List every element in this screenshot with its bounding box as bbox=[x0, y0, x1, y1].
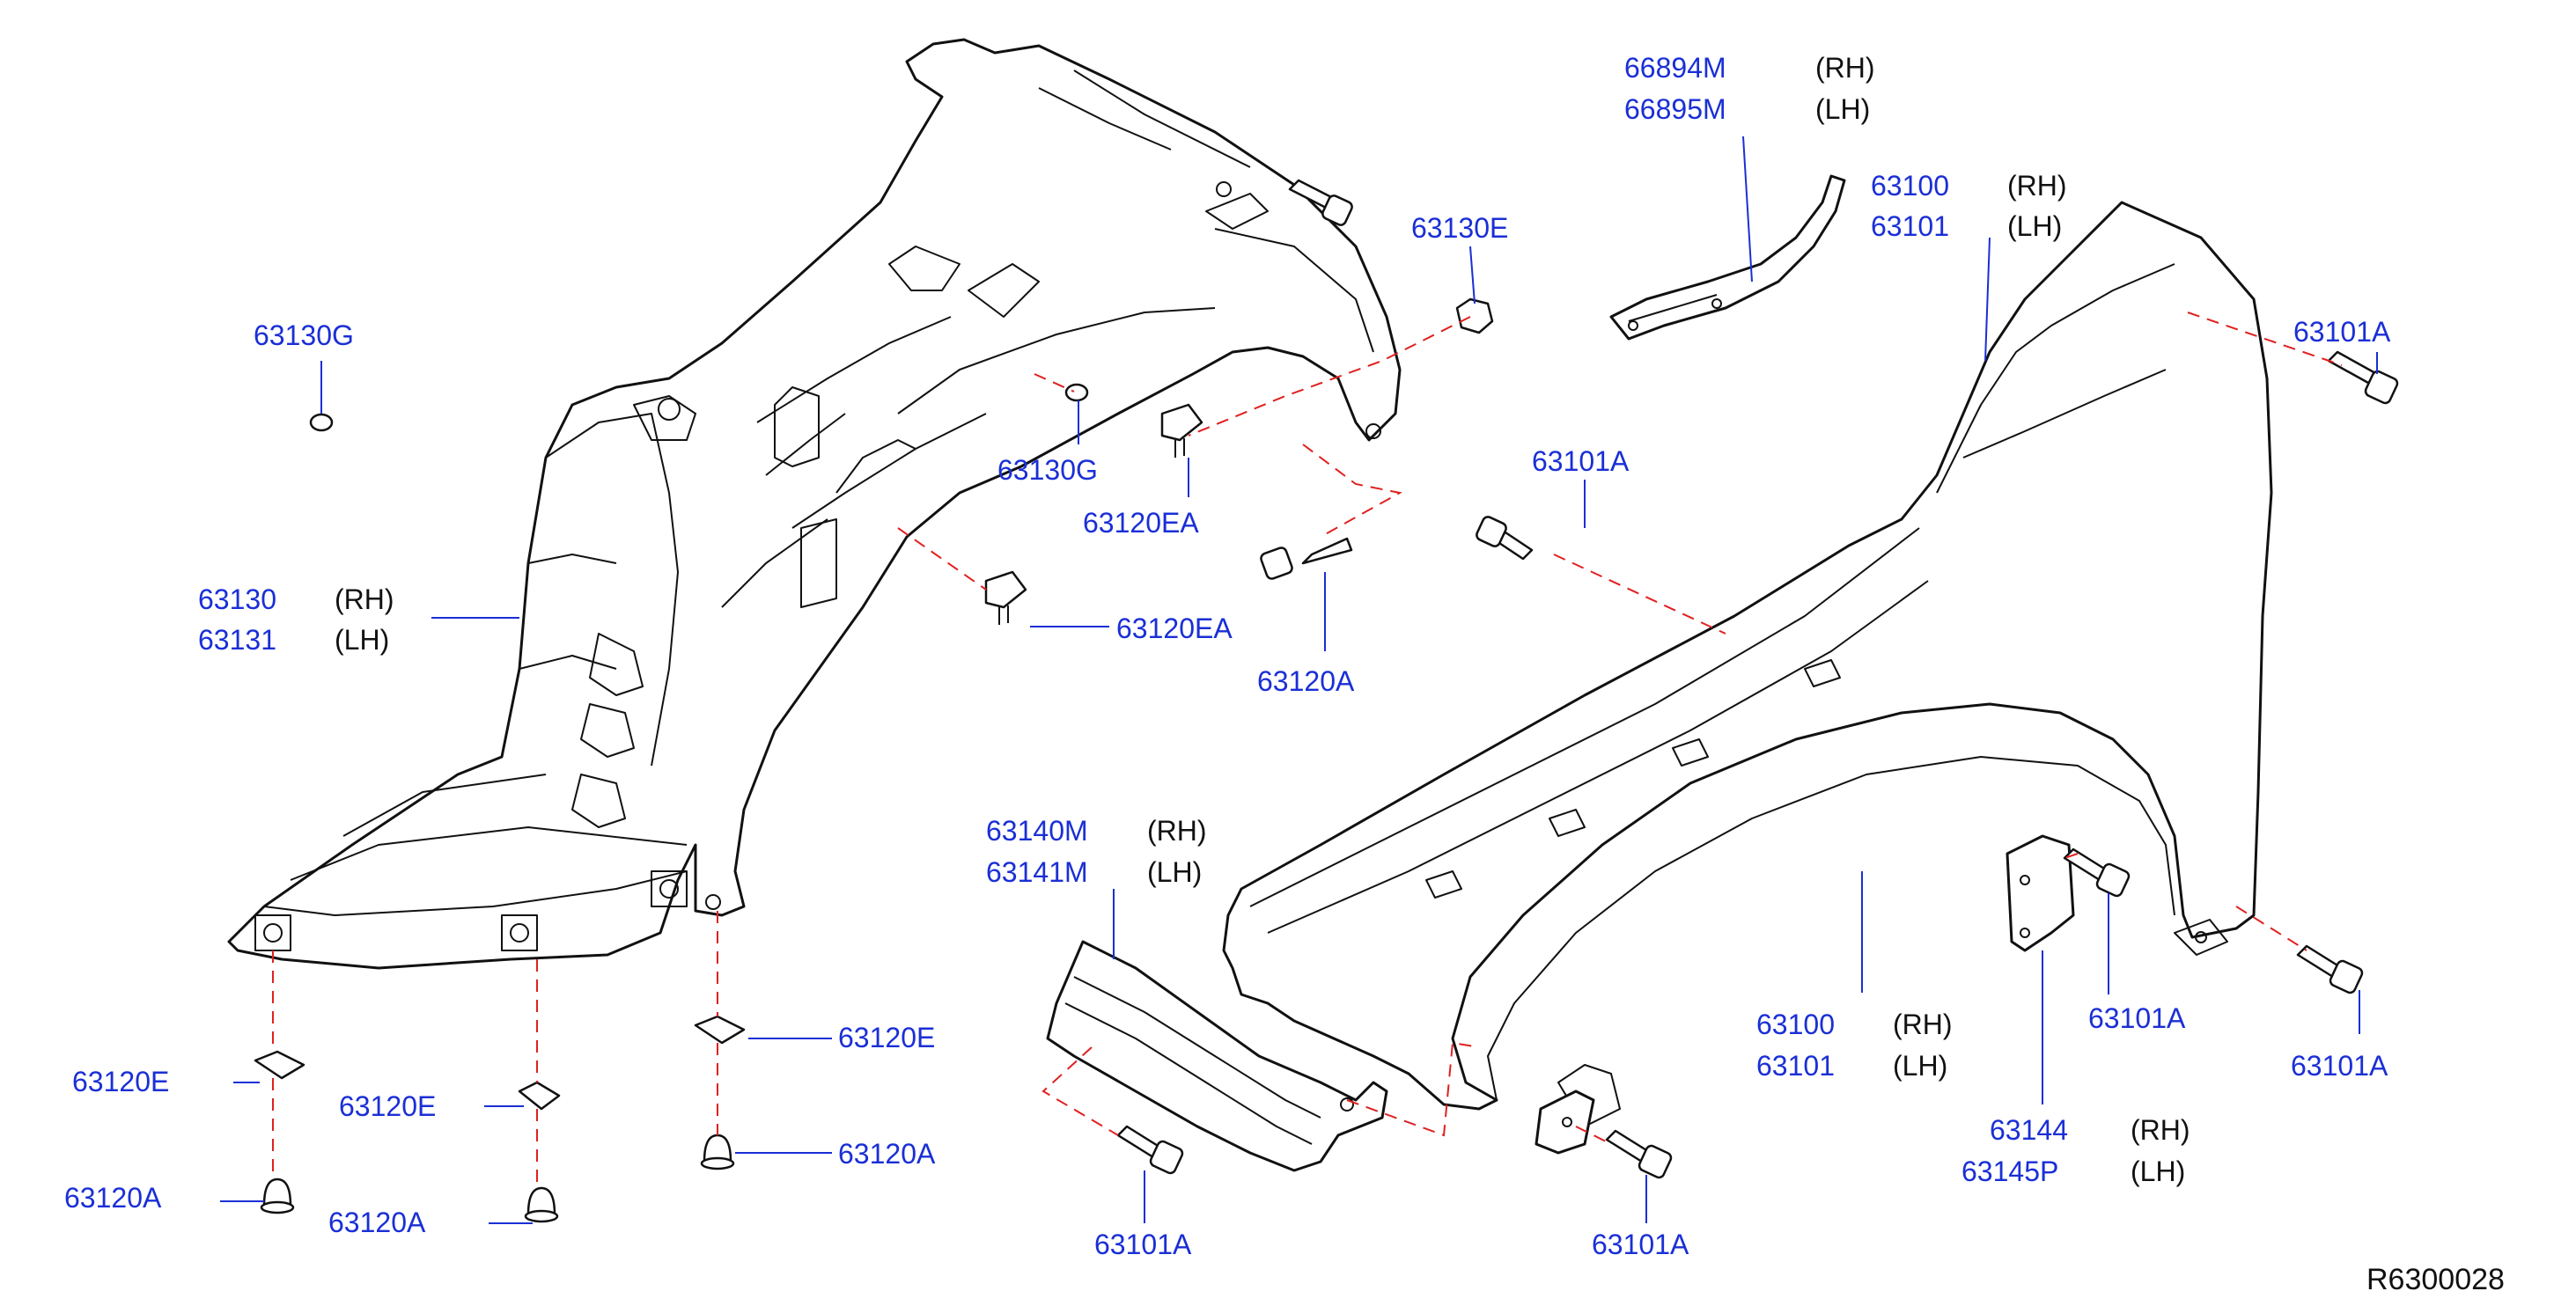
bolt-icon bbox=[1476, 516, 1534, 561]
part-number-66895m: 66895M bbox=[1624, 93, 1726, 125]
side-63101-bottom: (LH) bbox=[1893, 1050, 1947, 1082]
part-number-63131: 63131 bbox=[198, 624, 276, 656]
part-number-63101-bottom: 63101 bbox=[1756, 1050, 1835, 1082]
part-number-63100-bottom: 63100 bbox=[1756, 1009, 1835, 1040]
side-63100-top: (RH) bbox=[2007, 170, 2067, 202]
diagram-reference-code: R6300028 bbox=[2366, 1263, 2505, 1296]
fender-bracket-drawing bbox=[2006, 834, 2075, 952]
grommet-icon bbox=[1064, 383, 1089, 402]
part-number-63120e: 63120E bbox=[72, 1066, 169, 1097]
clip-icon bbox=[984, 570, 1027, 625]
part-number-63130: 63130 bbox=[198, 583, 276, 615]
bolt-icon bbox=[1260, 537, 1353, 580]
side-66894m: (RH) bbox=[1815, 52, 1875, 84]
bolt-icon bbox=[1116, 1125, 1184, 1175]
part-number-63120a: 63120A bbox=[838, 1138, 936, 1170]
part-number-63101a: 63101A bbox=[1094, 1229, 1192, 1260]
rivet-icon bbox=[700, 1134, 735, 1170]
fender-liner-drawing bbox=[227, 38, 1402, 970]
bolt-icon bbox=[2063, 847, 2131, 898]
part-number-63101a: 63101A bbox=[2291, 1050, 2388, 1082]
rivet-icon bbox=[524, 1186, 559, 1223]
clip-icon bbox=[694, 1015, 746, 1045]
part-number-63144: 63144 bbox=[1990, 1114, 2068, 1146]
side-63140m: (RH) bbox=[1147, 815, 1207, 847]
bolt-icon bbox=[1288, 179, 1353, 226]
fender-panel-drawing bbox=[1222, 201, 2273, 1127]
part-number-63101a: 63101A bbox=[2293, 316, 2391, 348]
assembly-lines bbox=[272, 312, 2343, 1188]
part-number-63101a: 63101A bbox=[1592, 1229, 1689, 1260]
part-number-63120ea: 63120EA bbox=[1083, 507, 1199, 539]
clip-icon bbox=[1160, 403, 1203, 458]
side-63101-top: (LH) bbox=[2007, 210, 2062, 242]
part-number-63141m: 63141M bbox=[986, 856, 1088, 888]
clip-icon bbox=[518, 1081, 561, 1111]
part-number-66894m: 66894M bbox=[1624, 52, 1726, 84]
part-number-63130e: 63130E bbox=[1411, 212, 1508, 244]
splash-guard-drawing bbox=[1046, 940, 1388, 1172]
hardware bbox=[254, 179, 2399, 1223]
part-number-63101a: 63101A bbox=[2088, 1002, 2186, 1034]
part-number-63120a: 63120A bbox=[64, 1182, 162, 1214]
side-63100-bottom: (RH) bbox=[1893, 1009, 1953, 1040]
part-number-63145p: 63145P bbox=[1961, 1156, 2058, 1187]
bolt-icon bbox=[2327, 350, 2399, 405]
fender-seal-drawing bbox=[1609, 174, 1846, 341]
side-63144: (RH) bbox=[2131, 1114, 2190, 1146]
bolt-icon bbox=[2296, 944, 2364, 994]
labels: 66894M (RH) 66895M (LH) 63100 (RH) 63101… bbox=[64, 52, 2505, 1296]
part-number-63120ea: 63120EA bbox=[1116, 613, 1233, 644]
part-number-63101-top: 63101 bbox=[1871, 210, 1949, 242]
part-number-63120a: 63120A bbox=[328, 1207, 426, 1238]
part-number-63101a: 63101A bbox=[1532, 445, 1630, 477]
bolt-icon bbox=[1605, 1129, 1673, 1179]
part-number-63120e: 63120E bbox=[339, 1090, 436, 1122]
side-63141m: (LH) bbox=[1147, 856, 1202, 888]
part-number-63140m: 63140M bbox=[986, 815, 1088, 847]
side-66895m: (LH) bbox=[1815, 93, 1870, 125]
part-number-63120e: 63120E bbox=[838, 1022, 935, 1053]
nut-icon bbox=[1455, 297, 1494, 334]
part-number-63130g: 63130G bbox=[254, 319, 354, 351]
grommet-icon bbox=[309, 413, 334, 432]
lower-bracket-drawing bbox=[1535, 1090, 1595, 1155]
part-number-63130g: 63130G bbox=[997, 454, 1098, 486]
clip-icon bbox=[254, 1050, 305, 1080]
part-number-63100-top: 63100 bbox=[1871, 170, 1949, 202]
side-63130: (RH) bbox=[335, 583, 394, 615]
rivet-icon bbox=[260, 1178, 295, 1214]
leader-lines bbox=[220, 136, 2378, 1224]
side-63131: (LH) bbox=[335, 624, 389, 656]
part-number-63120a: 63120A bbox=[1257, 665, 1355, 697]
side-63145p: (LH) bbox=[2131, 1156, 2185, 1187]
